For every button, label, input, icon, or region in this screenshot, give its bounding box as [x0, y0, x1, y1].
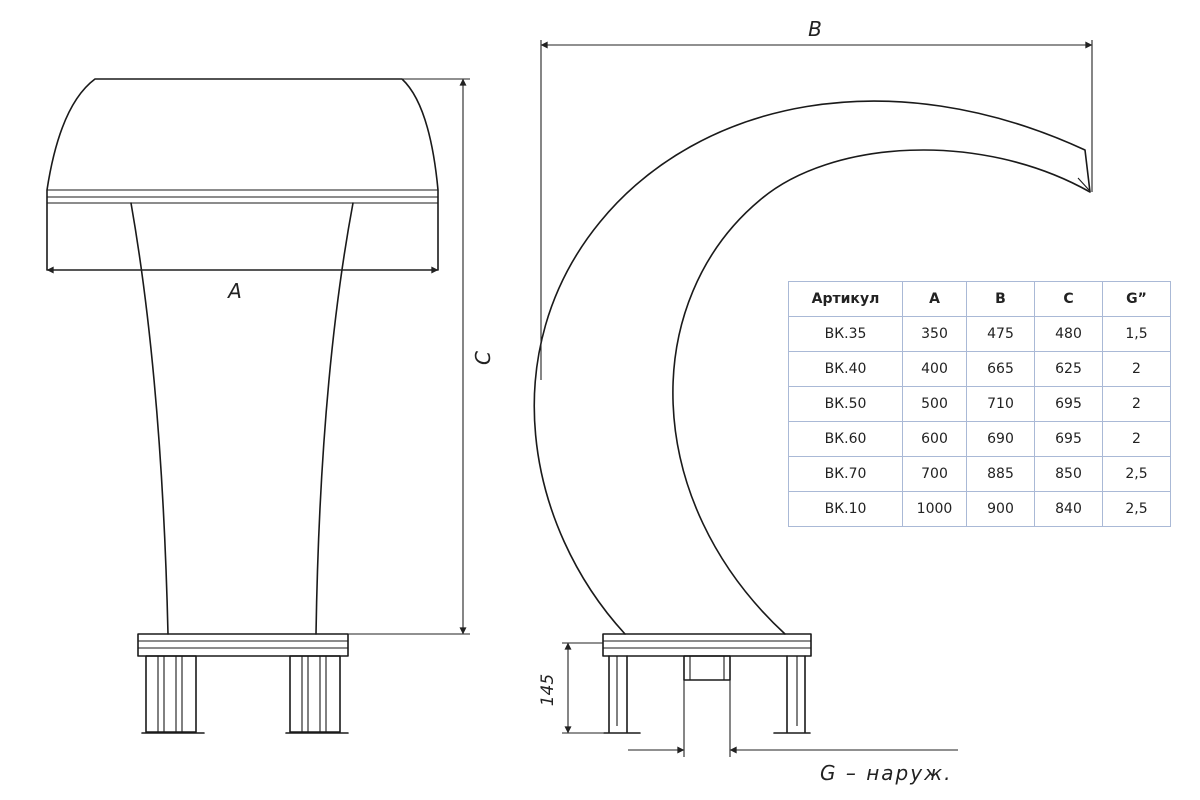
table-cell: 665 [966, 351, 1035, 387]
table-cell: 1,5 [1102, 316, 1171, 352]
table-cell: 840 [1034, 491, 1103, 527]
table-cell: 2,5 [1102, 456, 1171, 492]
table-cell: 695 [1034, 421, 1103, 457]
spec-table: Артикул A B C G” ВК.35 350 475 480 1,5 В… [788, 281, 1171, 527]
table-cell: 710 [966, 386, 1035, 422]
dimension-c-label: C [471, 351, 495, 365]
table-row: ВК.40 400 665 625 2 [788, 351, 1171, 387]
side-view-left-leg [603, 655, 641, 734]
dimension-a-label: A [226, 279, 242, 303]
table-cell: 900 [966, 491, 1035, 527]
table-cell: ВК.60 [788, 421, 903, 457]
front-view-base-plate [137, 633, 349, 657]
table-row: ВК.35 350 475 480 1,5 [788, 316, 1171, 352]
table-cell: 475 [966, 316, 1035, 352]
dimension-base-height: 145 [538, 642, 604, 734]
table-header-row: Артикул A B C G” [788, 281, 1171, 317]
front-view-left-leg [141, 655, 205, 734]
side-view-inlet-fitting [683, 655, 731, 681]
table-cell: ВК.10 [788, 491, 903, 527]
side-view [533, 100, 1091, 734]
front-view [46, 78, 439, 734]
dimension-base-height-label: 145 [538, 674, 558, 706]
table-header-a: A [902, 281, 967, 317]
table-cell: 600 [902, 421, 967, 457]
table-cell: ВК.50 [788, 386, 903, 422]
table-row: ВК.70 700 885 850 2,5 [788, 456, 1171, 492]
dimension-b: B [540, 17, 1093, 380]
side-view-crescent [533, 100, 1091, 635]
table-cell: 480 [1034, 316, 1103, 352]
table-header-c: C [1034, 281, 1103, 317]
side-view-base-plate [602, 633, 812, 657]
table-cell: 700 [902, 456, 967, 492]
table-row: ВК.10 1000 900 840 2,5 [788, 491, 1171, 527]
table-header-g: G” [1102, 281, 1171, 317]
table-row: ВК.60 600 690 695 2 [788, 421, 1171, 457]
table-cell: 695 [1034, 386, 1103, 422]
table-cell: ВК.35 [788, 316, 903, 352]
front-view-right-leg [285, 655, 349, 734]
dimension-c: C [348, 78, 495, 635]
table-cell: 2 [1102, 386, 1171, 422]
table-header-b: B [966, 281, 1035, 317]
table-cell: 690 [966, 421, 1035, 457]
table-cell: 350 [902, 316, 967, 352]
dimension-g: G – наруж. [628, 680, 958, 785]
side-view-right-leg [773, 655, 811, 734]
dimension-b-label: B [808, 17, 822, 41]
dimension-a: A [46, 266, 439, 303]
table-cell: 2 [1102, 351, 1171, 387]
table-cell: 1000 [902, 491, 967, 527]
table-cell: 625 [1034, 351, 1103, 387]
table-cell: 850 [1034, 456, 1103, 492]
table-header-article: Артикул [788, 281, 903, 317]
table-cell: 2,5 [1102, 491, 1171, 527]
table-cell: 2 [1102, 421, 1171, 457]
table-row: ВК.50 500 710 695 2 [788, 386, 1171, 422]
table-cell: 885 [966, 456, 1035, 492]
front-view-body [130, 202, 169, 635]
table-cell: ВК.40 [788, 351, 903, 387]
dimension-g-label: G – наруж. [820, 761, 952, 785]
table-cell: ВК.70 [788, 456, 903, 492]
front-view-head [46, 78, 439, 271]
table-cell: 500 [902, 386, 967, 422]
table-cell: 400 [902, 351, 967, 387]
